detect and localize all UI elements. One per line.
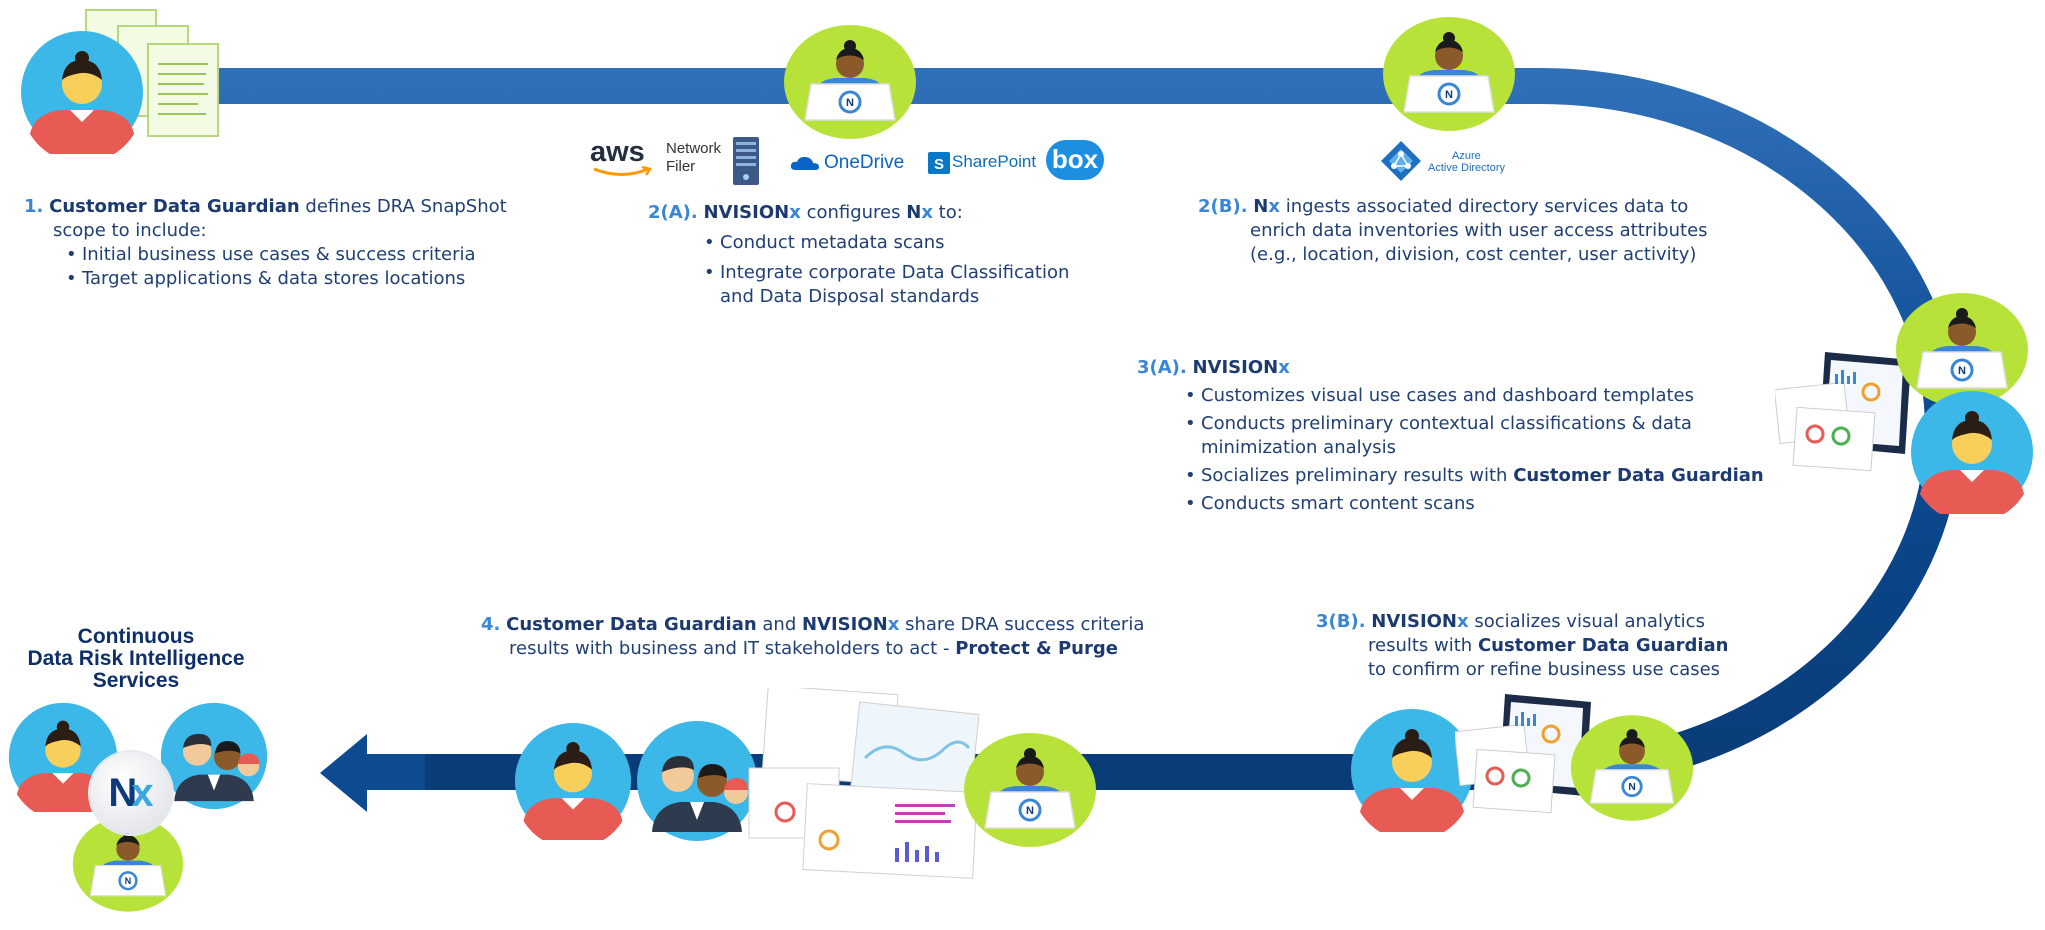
step-number: 2(B).: [1198, 196, 1248, 217]
svg-text:N: N: [1958, 365, 1966, 377]
svg-text:N: N: [846, 97, 854, 109]
network-filer-label: Network Filer: [666, 140, 722, 175]
bullet-item: Conduct metadata scans: [704, 231, 1148, 255]
bullet-item: Initial business use cases & success cri…: [66, 243, 544, 267]
step-3b: 3(B). NVISIONx socializes visual analyti…: [1316, 611, 1729, 680]
step-number: 4.: [481, 614, 501, 635]
stakeholders-group-avatar: [156, 702, 272, 810]
server-icon: [732, 136, 760, 186]
nvisionx-analyst-avatar: N: [1895, 292, 2029, 408]
step-number: 3(A).: [1137, 357, 1187, 378]
step-number: 3(B).: [1316, 611, 1366, 632]
svg-text:N: N: [1445, 89, 1453, 101]
nvisionx-analyst-avatar: N: [1570, 706, 1694, 830]
customer-data-guardian-avatar: [8, 702, 118, 821]
svg-text:S: S: [934, 156, 944, 173]
track-arrowhead: [320, 734, 425, 812]
bullet-item: Customizes visual use cases and dashboar…: [1185, 384, 1797, 408]
step-2b: 2(B). Nx ingests associated directory se…: [1198, 196, 1708, 265]
bullet-item: Conducts preliminary contextual classifi…: [1185, 412, 1797, 436]
dashboard-screens-illustration: [1453, 692, 1595, 814]
box-logo: box: [1046, 140, 1104, 180]
actor-name: Customer Data Guardian: [49, 196, 300, 217]
step-2a: 2(A). NVISIONx configures Nx to: Conduct…: [648, 201, 1148, 309]
customer-data-guardian-avatar: [1905, 390, 2039, 524]
nvisionx-analyst-avatar: N: [72, 812, 184, 916]
nvisionx-logo: Nx: [90, 752, 172, 834]
bullet-item: Integrate corporate Data Classification: [704, 261, 1148, 285]
step-number: 1.: [24, 196, 44, 217]
svg-text:N: N: [1026, 805, 1034, 817]
reports-illustration: [745, 685, 985, 880]
customer-data-guardian-avatar: [1345, 708, 1479, 842]
nvisionx-analyst-avatar: N: [783, 24, 917, 140]
nx-logo-n: N: [108, 771, 137, 815]
step-number: 2(A).: [648, 202, 698, 223]
svg-text:N: N: [1628, 782, 1635, 793]
svg-text:N: N: [125, 876, 132, 886]
outcome-title: Continuous Data Risk Intelligence Servic…: [27, 625, 245, 692]
bullet-item: Socializes preliminary results with Cust…: [1185, 464, 1797, 488]
bullet-item: Conducts smart content scans: [1185, 492, 1797, 516]
nvisionx-analyst-avatar: N: [963, 732, 1097, 848]
azure-active-directory-logo: Azure Active Directory: [1380, 140, 1520, 184]
nvisionx-analyst-avatar: N: [1382, 16, 1516, 132]
customer-data-guardian-avatar: [20, 30, 144, 164]
step-3a: 3(A). NVISIONx Customizes visual use cas…: [1137, 356, 1797, 516]
step-4: 4. Customer Data Guardian and NVISIONx s…: [481, 614, 1145, 659]
aws-logo: aws: [590, 136, 660, 180]
stakeholders-group-avatar: [632, 720, 762, 842]
nx-logo-x: x: [131, 771, 154, 815]
bullet-item: Target applications & data stores locati…: [66, 267, 544, 291]
customer-data-guardian-avatar: [506, 722, 640, 849]
step-1: 1. Customer Data Guardian defines DRA Sn…: [24, 195, 544, 291]
